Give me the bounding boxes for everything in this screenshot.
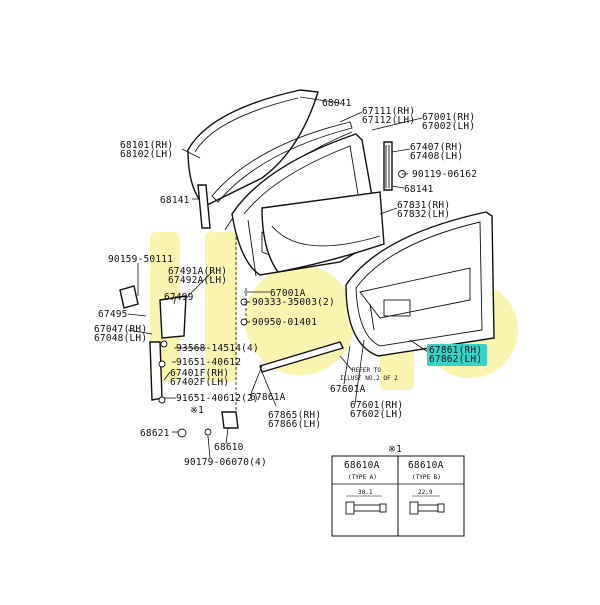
callout-91651-b: 91651-40612(2) <box>176 393 259 404</box>
callout-67499: 67499 <box>164 292 194 303</box>
note-mark-1: ※1 <box>190 405 204 416</box>
refer-note-line1: REFER TO <box>352 367 381 374</box>
callout-93568: 93568-14514(4) <box>176 343 259 354</box>
inset-left-code: 68610A <box>344 460 380 471</box>
leader-lines <box>127 96 429 459</box>
callout-67862: 67862(LH) <box>429 354 482 365</box>
refer-note-line2: ILLUST NO.2 OF 2 <box>340 375 398 382</box>
callout-68041: 68041 <box>322 98 352 109</box>
callout-68621: 68621 <box>140 428 170 439</box>
callout-67491a: 67491A(RH) <box>168 266 227 277</box>
inset-left-dimension: 30.1 <box>358 489 373 496</box>
callout-68101: 68101(RH) <box>120 140 173 151</box>
callout-labels: 68041 67111(RH) 67112(LH) 67001(RH) 6700… <box>94 98 477 468</box>
callout-90159: 90159-50111 <box>108 254 173 265</box>
callout-91651-a: 91651-40612 <box>176 357 241 368</box>
striker <box>177 428 187 438</box>
inset-lock-types: ※1 68610A (TYPE A) 68610A (TYPE B) 30.1 … <box>331 444 465 537</box>
inset-mark: ※1 <box>388 444 402 455</box>
callout-67001a: 67001A <box>270 288 306 299</box>
callout-67861: 67861(RH) <box>429 345 482 356</box>
highlight-box <box>427 344 487 366</box>
door-trim-board <box>345 211 495 357</box>
door-hinge-checks <box>119 285 187 404</box>
door-glass <box>187 89 319 207</box>
callout-90119: 90119-06162 <box>412 169 477 180</box>
callout-90950: 90950-01401 <box>252 317 317 328</box>
callout-68102: 68102(LH) <box>120 149 173 160</box>
callout-67407: 67407(RH) <box>410 142 463 153</box>
callout-67048: 67048(LH) <box>94 333 147 344</box>
inset-right-type: (TYPE B) <box>412 474 441 481</box>
callout-67002: 67002(LH) <box>422 121 475 132</box>
service-hole-cover <box>261 191 385 273</box>
callout-67047: 67047(RH) <box>94 324 147 335</box>
callout-67601a: 67601A <box>330 384 366 395</box>
callout-68141-left: 68141 <box>160 195 190 206</box>
callout-68610: 68610 <box>214 442 244 453</box>
inset-left-bolt-icon <box>345 495 387 515</box>
callout-67601: 67601(RH) <box>350 400 403 411</box>
callout-67408: 67408(LH) <box>410 151 463 162</box>
callout-67001: 67001(RH) <box>422 112 475 123</box>
callout-67602: 67602(LH) <box>350 409 403 420</box>
door-lock <box>204 411 239 436</box>
callout-67111: 67111(RH) <box>362 106 415 117</box>
callout-90333: 90333-35003(2) <box>252 297 335 308</box>
highlighted-callout[interactable]: 67861(RH) 67862(LH) <box>427 344 487 366</box>
glass-run-rear <box>383 141 393 191</box>
run-channel-left <box>197 184 211 229</box>
callout-67866: 67866(LH) <box>268 419 321 430</box>
callout-67402f: 67402F(LH) <box>170 377 229 388</box>
callout-67831: 67831(RH) <box>397 200 450 211</box>
callout-67832: 67832(LH) <box>397 209 450 220</box>
inset-right-dimension: 22.9 <box>418 489 433 496</box>
inset-left-type: (TYPE A) <box>348 474 377 481</box>
inset-right-code: 68610A <box>408 460 444 471</box>
callout-67861a: 67861A <box>250 392 286 403</box>
callout-90179: 90179-06070(4) <box>184 457 267 468</box>
door-belt-moulding <box>259 341 344 373</box>
callout-68141-right: 68141 <box>404 184 434 195</box>
callout-67112: 67112(LH) <box>362 115 415 126</box>
callout-67492a: 67492A(LH) <box>168 275 227 286</box>
callout-67495: 67495 <box>98 309 128 320</box>
callout-67401f: 67401F(RH) <box>170 368 229 379</box>
inset-right-bolt-icon <box>409 495 445 515</box>
callout-67865: 67865(RH) <box>268 410 321 421</box>
